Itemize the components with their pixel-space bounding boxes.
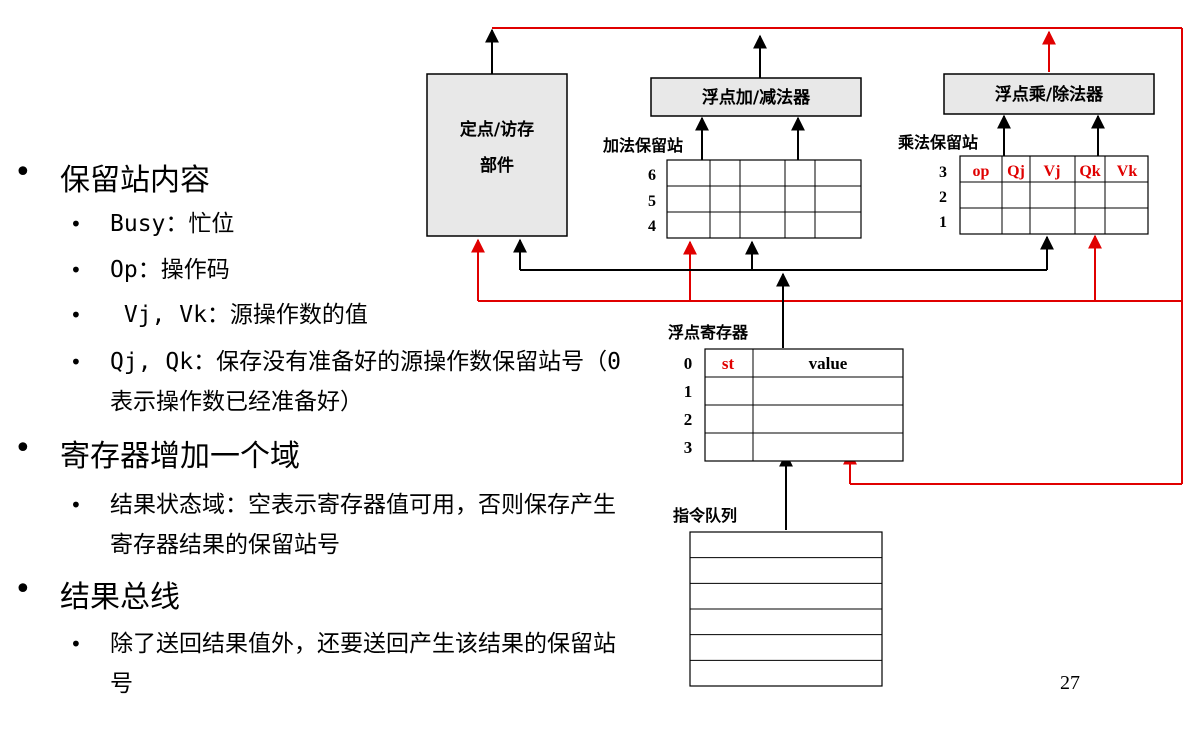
svg-text:乘法保留站: 乘法保留站: [897, 133, 978, 152]
svg-text:op: op: [973, 163, 990, 180]
svg-text:6: 6: [648, 167, 656, 184]
svg-text:浮点乘/除法器: 浮点乘/除法器: [995, 84, 1104, 105]
page-number: 27: [1060, 672, 1080, 694]
svg-text:st: st: [722, 354, 735, 373]
svg-text:Vk: Vk: [1117, 163, 1138, 180]
svg-text:Qj: Qj: [1007, 163, 1025, 180]
fp-multiplier-unit: 浮点乘/除法器: [943, 73, 1155, 115]
svg-text:2: 2: [684, 410, 693, 429]
svg-text:加法保留站: 加法保留站: [602, 136, 683, 155]
svg-text:指令队列: 指令队列: [673, 506, 737, 525]
svg-text:浮点寄存器: 浮点寄存器: [668, 323, 749, 342]
fp-register-file: 浮点寄存器 st value 0 1 2 3: [668, 323, 904, 462]
svg-text:5: 5: [648, 193, 656, 210]
svg-text:value: value: [809, 354, 848, 373]
result-bus: [471, 27, 1183, 485]
svg-text:0: 0: [684, 354, 693, 373]
svg-text:1: 1: [684, 382, 693, 401]
svg-text:3: 3: [684, 438, 693, 457]
operand-bus: [485, 28, 1105, 530]
svg-text:Qk: Qk: [1079, 163, 1100, 180]
bullet-dot: •: [14, 155, 32, 190]
svg-text:部件: 部件: [480, 155, 514, 176]
mul-reservation-stations: 乘法保留站 op Qj Vj Qk Vk 3 2 1: [897, 133, 1149, 235]
svg-text:浮点加/减法器: 浮点加/减法器: [702, 87, 811, 108]
svg-text:Vj: Vj: [1044, 163, 1061, 180]
svg-text:1: 1: [939, 214, 947, 231]
svg-text:4: 4: [648, 218, 656, 235]
fp-adder-unit: 浮点加/减法器: [650, 77, 862, 117]
load-store-unit: 定点/访存 部件: [426, 73, 568, 237]
svg-text:2: 2: [939, 189, 947, 206]
add-reservation-stations: 加法保留站 6 5 4: [602, 136, 862, 239]
bullet-list: • 保留站内容 • Busy：忙位 • Op：操作码 • Vj, Vk：源操作数…: [14, 155, 621, 697]
instruction-queue: 指令队列: [673, 506, 883, 687]
svg-text:3: 3: [939, 164, 947, 181]
svg-text:定点/访存: 定点/访存: [460, 119, 534, 140]
